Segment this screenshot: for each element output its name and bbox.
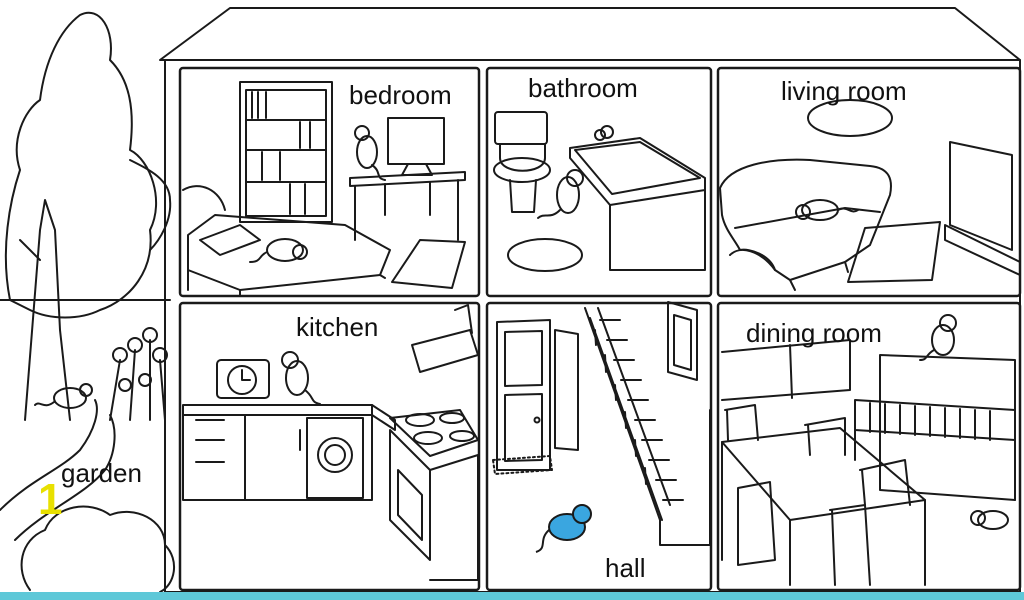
mouse-icon [919, 314, 957, 361]
window-icon [554, 329, 579, 451]
bed-icon [182, 185, 391, 297]
window-icon [721, 339, 851, 401]
mouse-icon [34, 383, 93, 409]
mouse-icon [795, 199, 859, 221]
flowers-icon [109, 327, 168, 421]
mouse-icon [281, 351, 321, 405]
label-bedroom: bedroom [349, 80, 452, 110]
bush-icon [20, 505, 175, 593]
bath-mat-icon [507, 238, 583, 272]
piano-icon [854, 354, 1016, 501]
highlighted-mouse-head [572, 504, 592, 524]
label-kitchen: kitchen [296, 312, 379, 342]
washing-machine-icon [306, 417, 364, 499]
bookshelf-icon [239, 81, 333, 223]
label-hall: hall [605, 553, 646, 583]
bathtub-icon [569, 125, 706, 271]
mouse-icon [535, 504, 592, 553]
stove-icon [389, 409, 479, 581]
bottom-strip [0, 592, 1024, 600]
rug-icon [847, 221, 941, 283]
mirror-icon [807, 99, 893, 137]
door-icon [496, 319, 551, 471]
staircase-icon [584, 307, 711, 546]
toilet-icon [493, 111, 551, 213]
label-garden: garden [61, 458, 142, 488]
worktop-icon [182, 404, 396, 501]
extractor-hood-icon [411, 304, 479, 373]
clock-icon [216, 359, 270, 399]
chair-icon [724, 404, 911, 586]
mouse-icon [249, 238, 308, 263]
label-living-room: living room [781, 76, 907, 106]
picture-frame-icon [667, 301, 698, 381]
desk-icon [349, 171, 466, 241]
mouse-icon [970, 510, 1009, 530]
rug-icon [391, 239, 466, 289]
room-frames [178, 66, 1022, 592]
mouse-icon [354, 125, 386, 181]
label-dining-room: dining room [746, 318, 882, 348]
label-bathroom: bathroom [528, 73, 638, 103]
tree-icon [4, 11, 172, 421]
dining-table-icon [721, 427, 926, 586]
doormat-icon [492, 455, 553, 475]
corner-number: 1 [38, 475, 63, 524]
tv-icon [944, 141, 1021, 276]
sofa-icon [719, 158, 892, 291]
mouse-icon [537, 169, 584, 219]
monitor-icon [387, 117, 445, 176]
